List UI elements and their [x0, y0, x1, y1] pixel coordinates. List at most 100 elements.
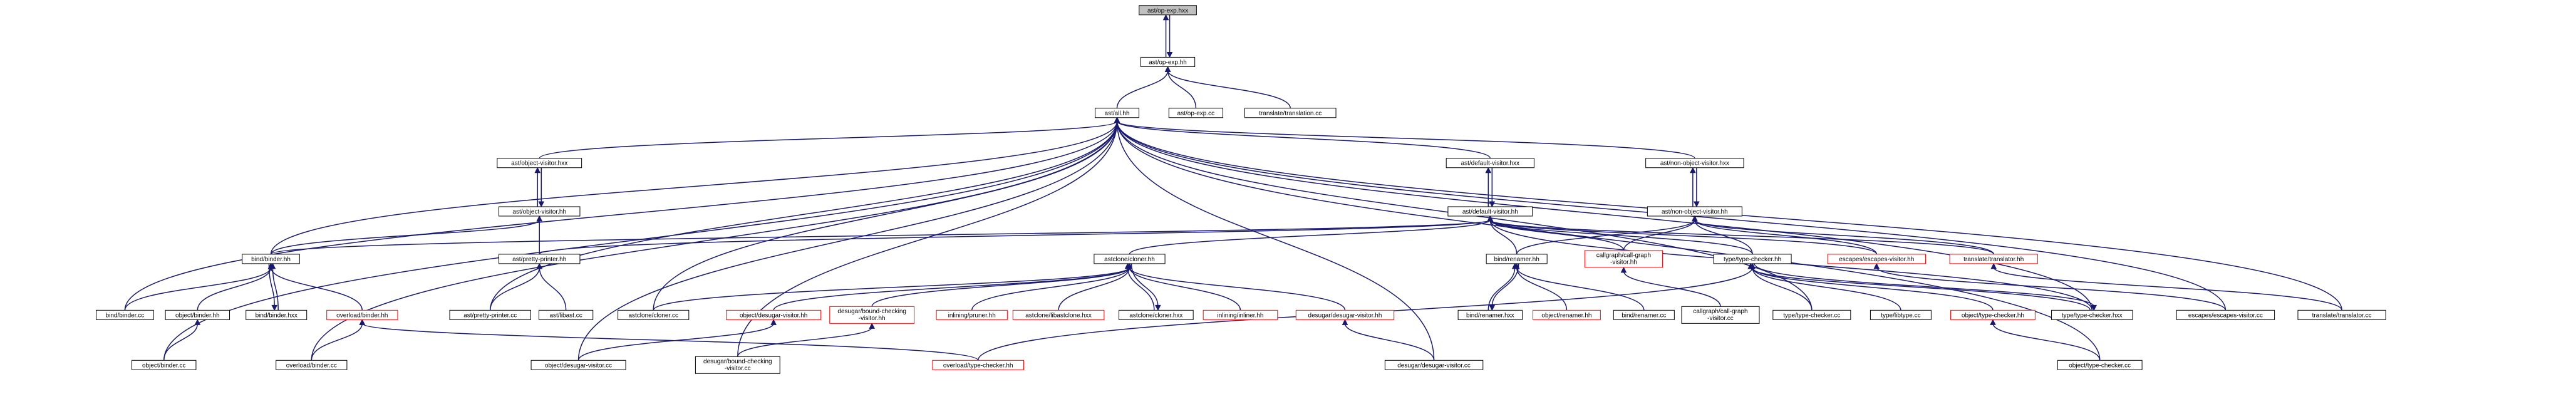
graph-node[interactable]: ast/libast.cc [539, 309, 594, 320]
edge-arrowhead [536, 262, 543, 269]
graph-node[interactable]: bind/binder.hxx [246, 309, 308, 320]
node-label: bind/binder.hxx [256, 312, 297, 319]
graph-node[interactable]: bind/renamer.hh [1486, 254, 1548, 264]
node-box [1203, 309, 1278, 320]
graph-node[interactable]: ast/op-exp.hh [1140, 56, 1196, 67]
edge-line [577, 323, 774, 361]
node-label: object/desugar-visitor.hh [740, 312, 807, 319]
node-box [1713, 254, 1792, 264]
node-label: desugar/desugar-visitor.cc [1397, 362, 1471, 369]
graph-node[interactable]: desugar/desugar-visitor.cc [1384, 360, 1484, 370]
graph-node[interactable]: ast/default-visitor.hxx [1446, 158, 1534, 168]
node-label: ast/pretty-printer.cc [463, 312, 517, 319]
edge-line [361, 323, 979, 361]
graph-node[interactable]: callgraph/call-graph-visitor.cc [1681, 306, 1760, 324]
graph-node[interactable]: object/desugar-visitor.hh [726, 309, 822, 320]
graph-node[interactable]: desugar/desugar-visitor.hh [1295, 309, 1395, 320]
graph-node[interactable]: type/type-checker.cc [1772, 309, 1851, 320]
edge-line [489, 121, 1118, 311]
node-label: -visitor.cc [1707, 315, 1734, 322]
node-box [618, 309, 690, 320]
graph-node[interactable]: escapes/escapes-visitor.cc [2176, 309, 2275, 320]
edge-line [1129, 219, 1491, 255]
graph-node[interactable]: desugar/bound-checking-visitor.cc [695, 356, 780, 374]
edge-line [653, 121, 1118, 311]
edge-arrowhead [770, 319, 777, 325]
edge-arrowhead [359, 319, 366, 325]
graph-node[interactable]: ast/pretty-printer.cc [449, 309, 531, 320]
node-box [1584, 250, 1663, 268]
graph-node[interactable]: object/binder.cc [132, 360, 197, 370]
edge-line [270, 267, 363, 311]
graph-node[interactable]: astclone/cloner.cc [618, 309, 690, 320]
graph-node[interactable]: object/binder.hh [165, 309, 230, 320]
nodes-layer: ast/op-exp.hxx ast/op-exp.hh ast/all.hh ast… [96, 5, 2386, 374]
node-label: object/binder.cc [142, 362, 186, 369]
graph-node[interactable]: object/renamer.hh [1533, 309, 1601, 320]
edge-line [1993, 267, 2342, 311]
graph-node[interactable]: translate/translator.cc [2297, 309, 2386, 320]
node-label: desugar/bound-checking [837, 308, 906, 315]
edge-line [1116, 121, 2092, 311]
node-box [276, 360, 348, 370]
graph-node[interactable]: ast/non-object-visitor.hxx [1645, 158, 1744, 168]
graph-node[interactable]: object/type-checker.cc [2057, 360, 2143, 370]
graph-node[interactable]: type/type-checker.hxx [2051, 309, 2133, 320]
node-box [2051, 309, 2133, 320]
node-label: ast/non-object-visitor.hxx [1660, 160, 1729, 167]
node-label: object/type-checker.cc [2069, 362, 2131, 369]
node-label: inlining/pruner.hh [948, 312, 996, 319]
graph-node[interactable]: ast/op-exp.hxx [1139, 5, 1197, 16]
node-label: ast/default-visitor.hxx [1461, 160, 1519, 167]
edge-line [1754, 263, 2094, 307]
edge-arrowhead [1990, 262, 1997, 269]
graph-node[interactable]: bind/binder.cc [96, 309, 154, 320]
graph-node[interactable]: overload/binder.hh [326, 309, 398, 320]
graph-node[interactable]: type/libtype.cc [1870, 309, 1932, 320]
dependency-edge [577, 319, 777, 361]
graph-node[interactable]: astclone/cloner.hh [1094, 254, 1166, 264]
node-box [539, 309, 594, 320]
edge-line [1516, 267, 1568, 311]
edge-arrowhead [1489, 304, 1496, 311]
graph-node[interactable]: astclone/libastclone.hxx [1012, 309, 1105, 320]
edge-line [163, 323, 199, 361]
graph-node[interactable]: inlining/inliner.hh [1203, 309, 1278, 320]
dependency-edge [534, 167, 541, 207]
edge-line [1516, 219, 1695, 255]
node-label: object/renamer.hh [1541, 312, 1591, 319]
graph-node[interactable]: type/type-checker.hh [1713, 254, 1792, 264]
graph-node[interactable]: ast/non-object-visitor.hh [1647, 206, 1742, 217]
graph-node[interactable]: object/desugar-visitor.cc [530, 360, 626, 370]
graph-node[interactable]: bind/binder.hh [242, 254, 300, 264]
graph-node[interactable]: bind/renamer.cc [1613, 309, 1675, 320]
node-box [165, 309, 230, 320]
edge-line [539, 219, 1491, 255]
graph-node[interactable]: translate/translation.cc [1244, 108, 1337, 118]
graph-node[interactable]: desugar/bound-checking-visitor.hh [829, 306, 915, 324]
edge-arrowhead [1749, 262, 1756, 269]
graph-node[interactable]: ast/default-visitor.hh [1447, 206, 1533, 217]
edge-line [1623, 219, 1695, 251]
graph-node[interactable]: ast/object-visitor.hxx [497, 158, 582, 168]
edge-line [197, 267, 272, 311]
dependency-edge [536, 262, 567, 311]
graph-node[interactable]: callgraph/call-graph-visitor.hh [1584, 250, 1663, 268]
graph-node[interactable]: overload/binder.cc [276, 360, 348, 370]
graph-node[interactable]: bind/renamer.hxx [1457, 309, 1523, 320]
graph-node[interactable]: translate/translator.hh [1949, 254, 2038, 264]
node-label: type/type-checker.hxx [2062, 312, 2123, 319]
graph-node[interactable]: astclone/cloner.hxx [1119, 309, 1194, 320]
graph-node[interactable]: ast/all.hh [1095, 108, 1140, 118]
graph-node[interactable]: ast/object-visitor.hh [499, 206, 581, 217]
graph-node[interactable]: ast/op-exp.cc [1168, 108, 1224, 118]
edge-arrowhead [194, 319, 201, 325]
graph-node[interactable]: overload/type-checker.hh [932, 360, 1024, 370]
graph-node[interactable]: inlining/pruner.hh [936, 309, 1008, 320]
graph-node[interactable]: object/type-checker.hh [1950, 309, 2035, 320]
edge-line [489, 267, 540, 311]
graph-node[interactable]: escapes/escapes-visitor.hh [1827, 254, 1926, 264]
edge-line [270, 121, 1118, 254]
graph-node[interactable]: ast/pretty-printer.hh [499, 254, 581, 264]
